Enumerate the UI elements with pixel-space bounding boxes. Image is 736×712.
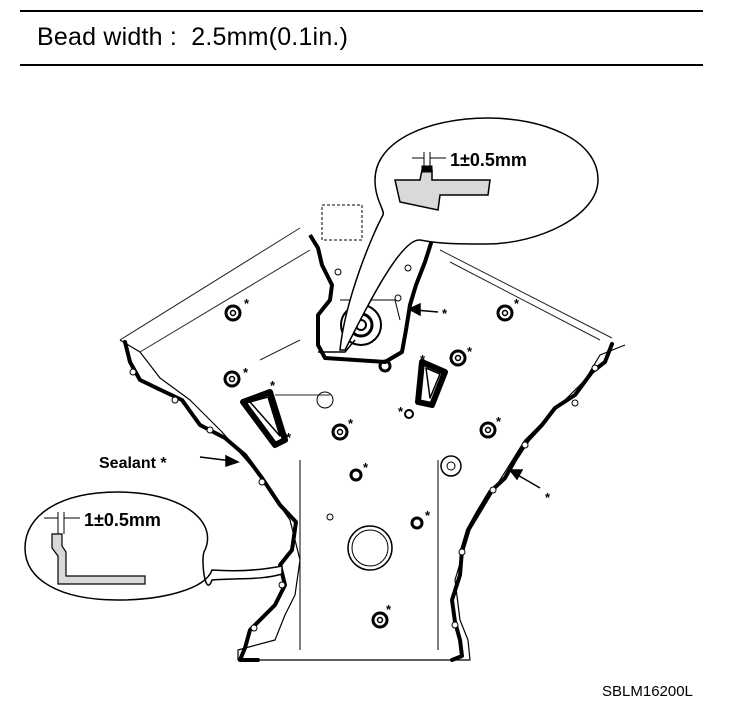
top-tolerance-label: 1±0.5mm [450,150,527,170]
top-callout [339,117,599,351]
construction-lines [119,227,613,396]
asterisk: * [286,430,292,445]
asterisk: * [348,416,354,431]
bolt-hole [326,513,334,521]
bolt-hole [371,611,389,629]
bolt-holes [223,304,514,629]
bolt-hole [440,455,462,477]
asterisk: * [270,378,276,393]
asterisk: * [496,414,502,429]
bolt-hole [479,421,497,439]
asterisk: * [442,306,448,321]
asterisk: * [467,344,473,359]
asterisk: * [425,508,431,523]
triangle-gasket-left [240,389,288,448]
asterisk: * [420,352,426,367]
asterisk: * [398,404,404,419]
bolt-hole [410,516,424,530]
bolt-hole [316,391,334,409]
sealant-bead-right [450,342,614,662]
left-callout [24,491,283,601]
asterisk: * [243,365,249,380]
bolt-hole [331,423,349,441]
header-bottom-rule [20,64,703,66]
bolt-hole [224,304,242,322]
asterisk: * [545,490,551,505]
asterisk: * [386,602,392,617]
right-bead-arrow [508,469,541,489]
sealant-label: Sealant * [99,455,167,472]
bolt-hole [223,370,241,388]
bolt-hole [449,349,467,367]
flange-holes [129,264,599,632]
triangle-gasket-right [415,359,448,408]
bolt-hole [404,409,414,419]
sealant-arrow [199,454,240,468]
asterisk: * [244,296,250,311]
asterisk-marks: * * * * * * * * * * * * * * * [243,296,551,617]
left-tolerance-label: 1±0.5mm [84,510,161,530]
bolt-hole [496,304,514,322]
crankshaft-opening [347,525,393,571]
figure-code: SBLM16200L [602,683,693,700]
asterisk: * [363,460,369,475]
bead-width-spec: Bead width : 2.5mm(0.1in.) [37,23,349,51]
bolt-hole [349,468,363,482]
top-bead-arrow [407,302,439,317]
asterisk: * [514,296,520,311]
sealant-bead-top [308,233,434,373]
header-top-rule [20,10,703,12]
